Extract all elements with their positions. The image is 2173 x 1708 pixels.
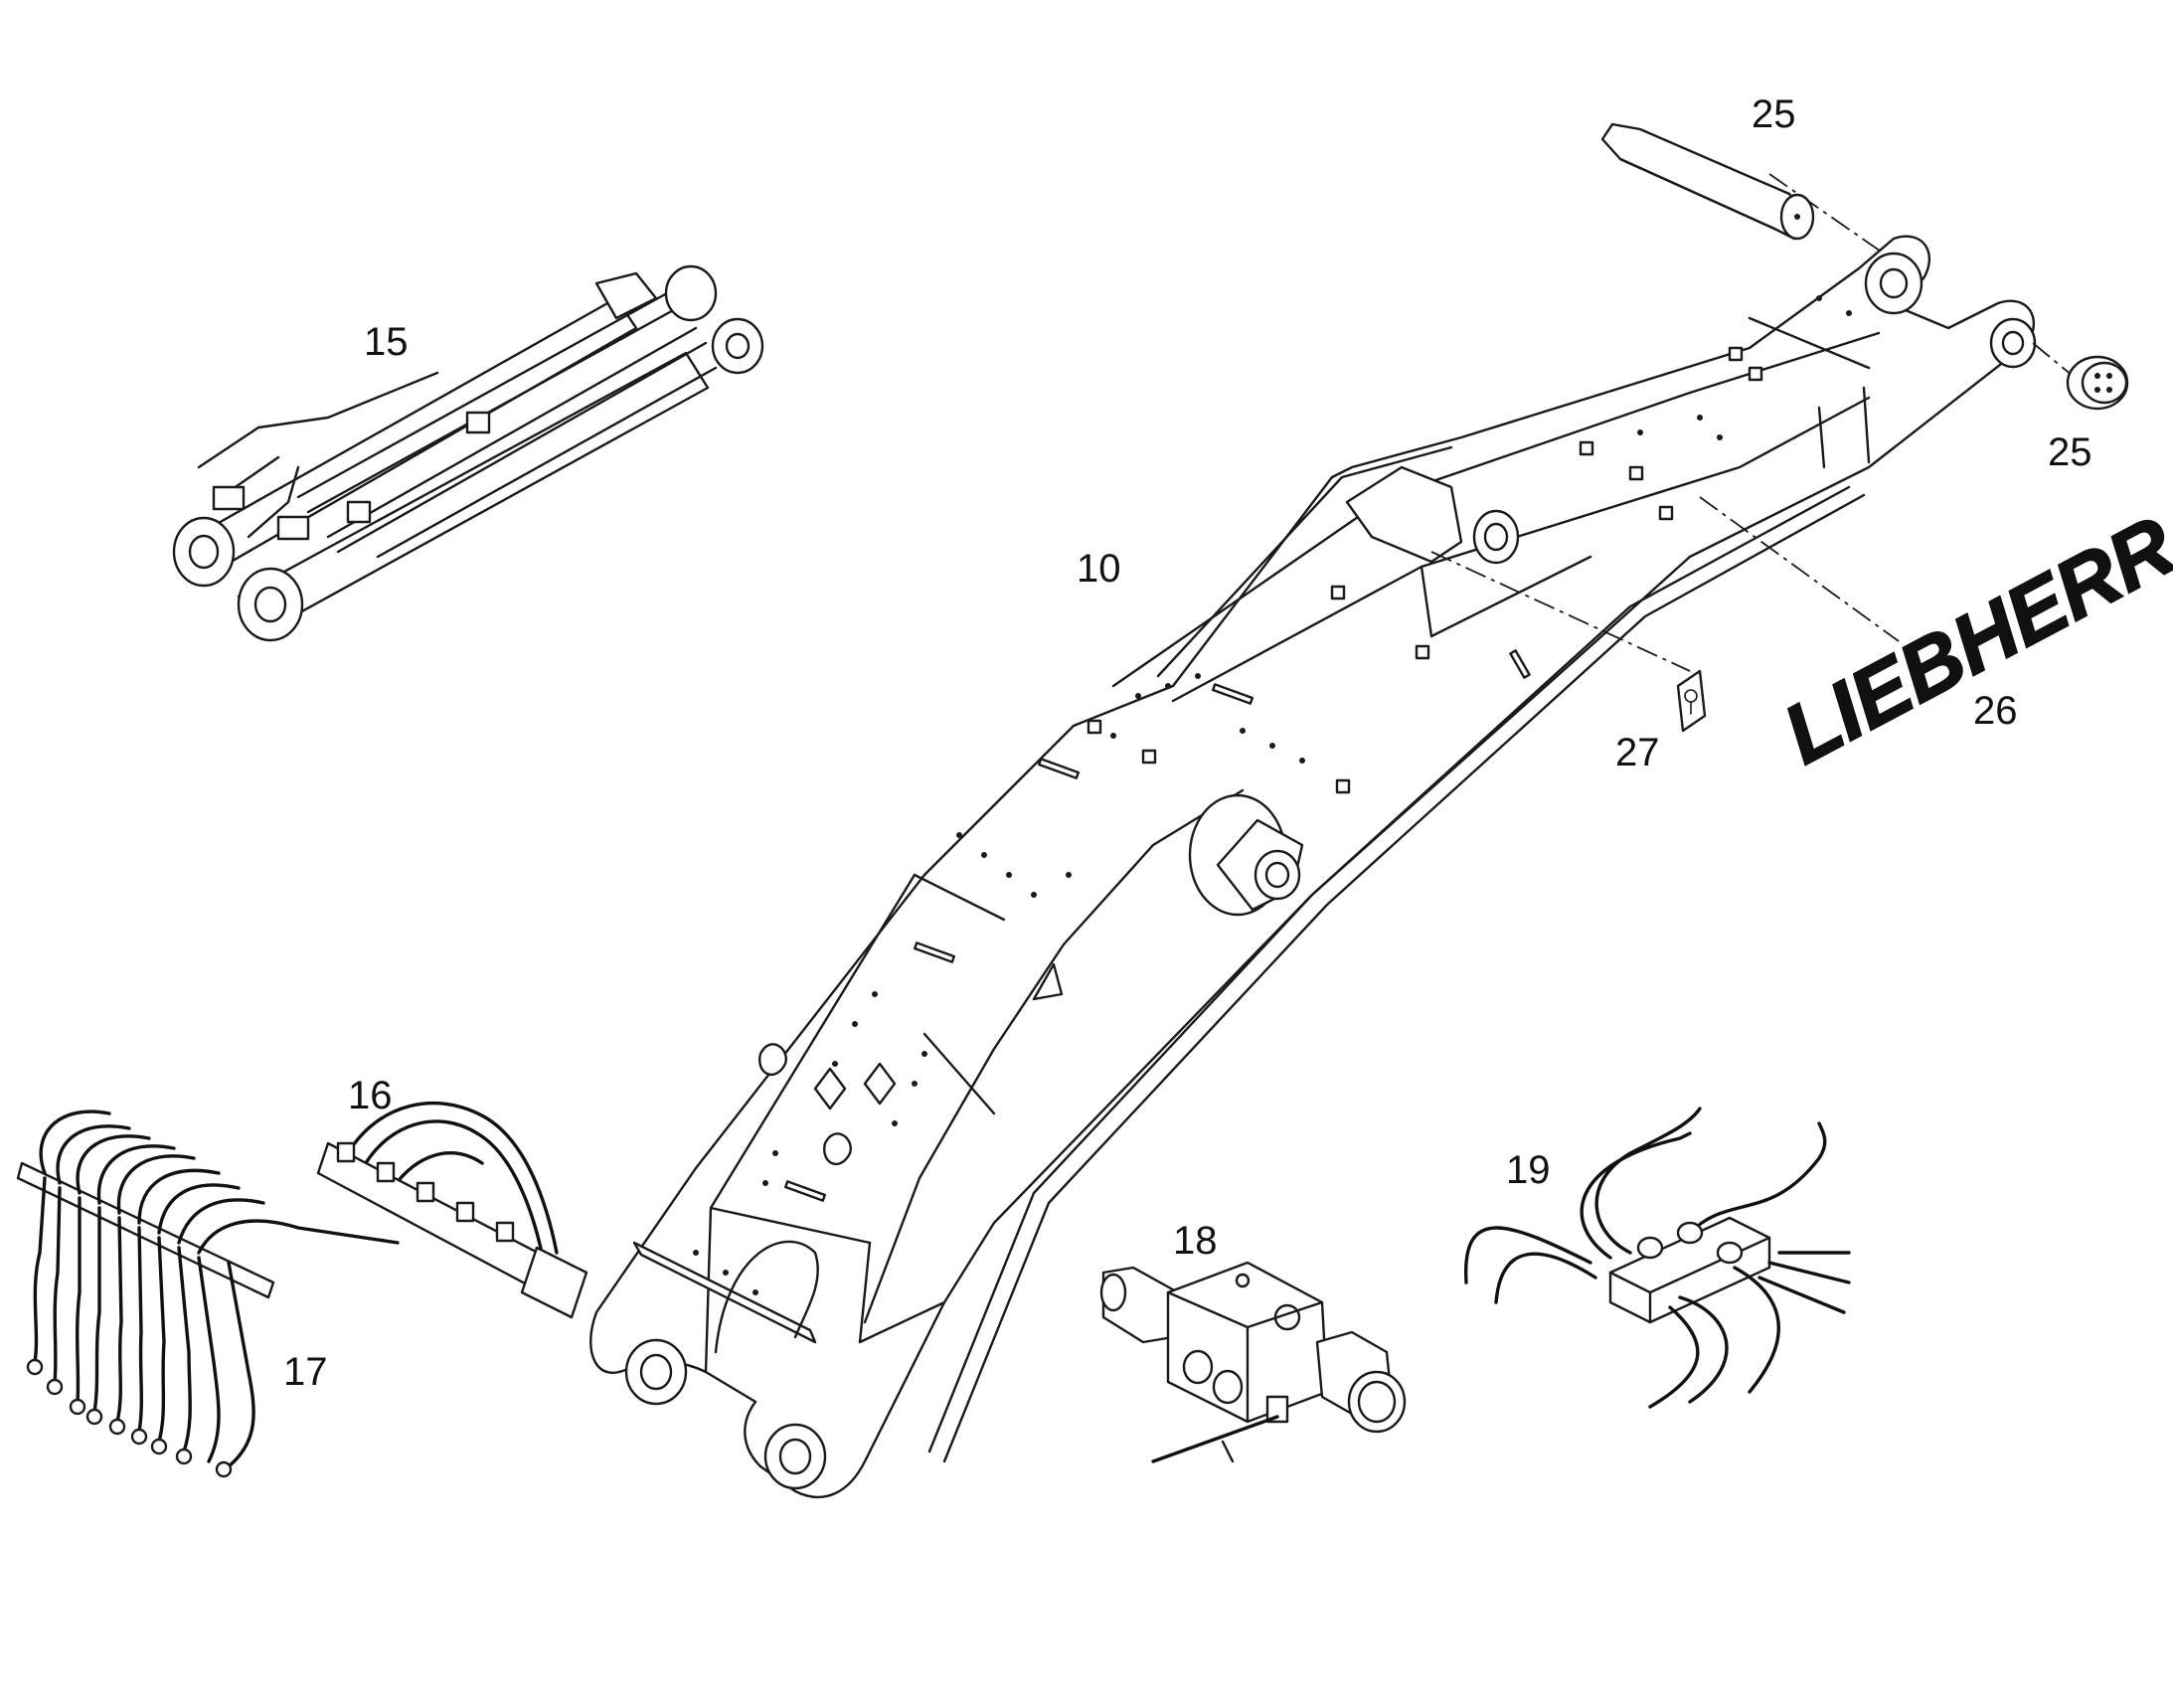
liebherr-logo-text: LIEBHERR	[1768, 498, 2173, 781]
boom-part-10[interactable]	[589, 235, 2037, 1499]
solenoid-valve-part-18[interactable]	[1099, 1261, 1407, 1463]
callout-17: 17	[283, 1350, 328, 1394]
coupling-set-part-19[interactable]	[1464, 1107, 1851, 1409]
callout-25-pin: 25	[1752, 92, 1796, 136]
callout-18: 18	[1173, 1219, 1218, 1263]
callout-10: 10	[1077, 547, 1121, 591]
callout-27: 27	[1615, 731, 1660, 774]
sticker-part-27[interactable]	[1676, 669, 1707, 733]
hose-manifold-part-16[interactable]	[316, 1101, 588, 1319]
hose-bundle-part-17[interactable]	[16, 1110, 400, 1478]
callout-19: 19	[1506, 1148, 1551, 1192]
callout-26: 26	[1973, 689, 2018, 733]
cylinder-pair-part-15[interactable]	[172, 264, 764, 642]
callout-16: 16	[348, 1074, 393, 1117]
callout-15: 15	[364, 320, 409, 364]
pin-cap-part-25[interactable]	[2066, 355, 2129, 411]
callout-25-cap: 25	[2048, 430, 2092, 474]
pin-part-25[interactable]	[1600, 122, 1815, 241]
liebherr-decal-part-26[interactable]: LIEBHERR	[1767, 497, 2173, 782]
